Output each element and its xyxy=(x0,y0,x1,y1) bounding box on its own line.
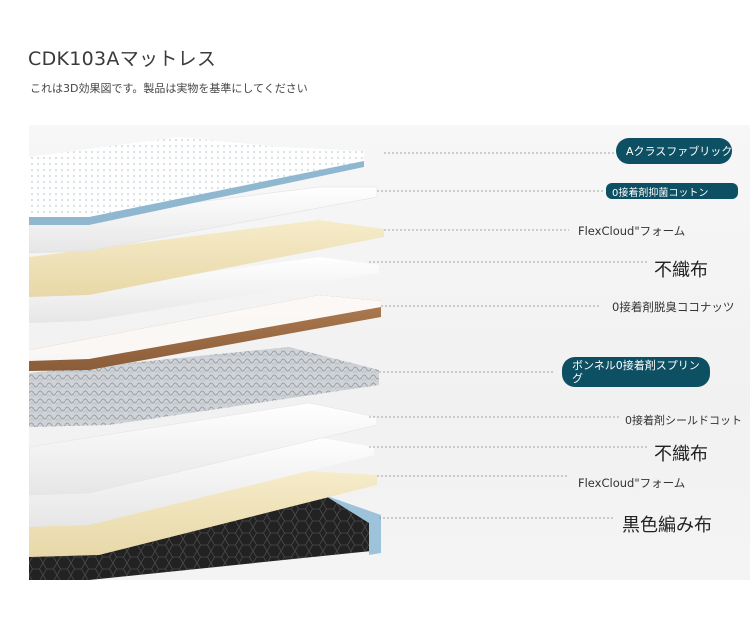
page-title: CDK103Aマットレス xyxy=(28,48,217,70)
layer-label-nonwoven-bottom: 不織布 xyxy=(654,444,708,465)
layer-label-text: ボンネル0接着剤スプリング xyxy=(572,359,700,385)
layer-label-text: 0接着剤抑菌コットン xyxy=(612,187,709,199)
lower-cotton-layer xyxy=(29,402,378,496)
layer-label-a-class-fabric: Aクラスファブリック xyxy=(616,138,732,164)
top-cotton-layer xyxy=(29,186,378,254)
layer-label-flexcloud-foam-top: FlexCloud"フォーム xyxy=(578,224,686,238)
layer-label-shield-cotton: 0接着剤シールドコット xyxy=(625,414,742,427)
layer-label-black-knit: 黒色編み布 xyxy=(622,515,712,536)
mattress-layer-diagram xyxy=(29,125,750,580)
layer-label-antibacterial-cotton: 0接着剤抑菌コットン xyxy=(606,183,738,199)
layer-label-coconut: 0接着剤脱臭ココナッツ xyxy=(612,300,735,314)
upper-foam-layer xyxy=(29,220,384,297)
upper-nonwoven-layer xyxy=(29,257,379,323)
bottom-foam-layer xyxy=(29,470,377,557)
page-subtitle: これは3D効果図です。製品は実物を基準にしてください xyxy=(30,82,308,95)
layer-label-nonwoven-top: 不織布 xyxy=(654,260,708,281)
layer-label-flexcloud-foam-bottom: FlexCloud"フォーム xyxy=(578,476,686,490)
mattress-illustration xyxy=(29,137,649,580)
lower-nonwoven-layer xyxy=(29,435,374,527)
layer-label-text: Aクラスファブリック xyxy=(626,145,733,158)
layer-label-bonnell-spring: ボンネル0接着剤スプリング xyxy=(562,357,710,387)
